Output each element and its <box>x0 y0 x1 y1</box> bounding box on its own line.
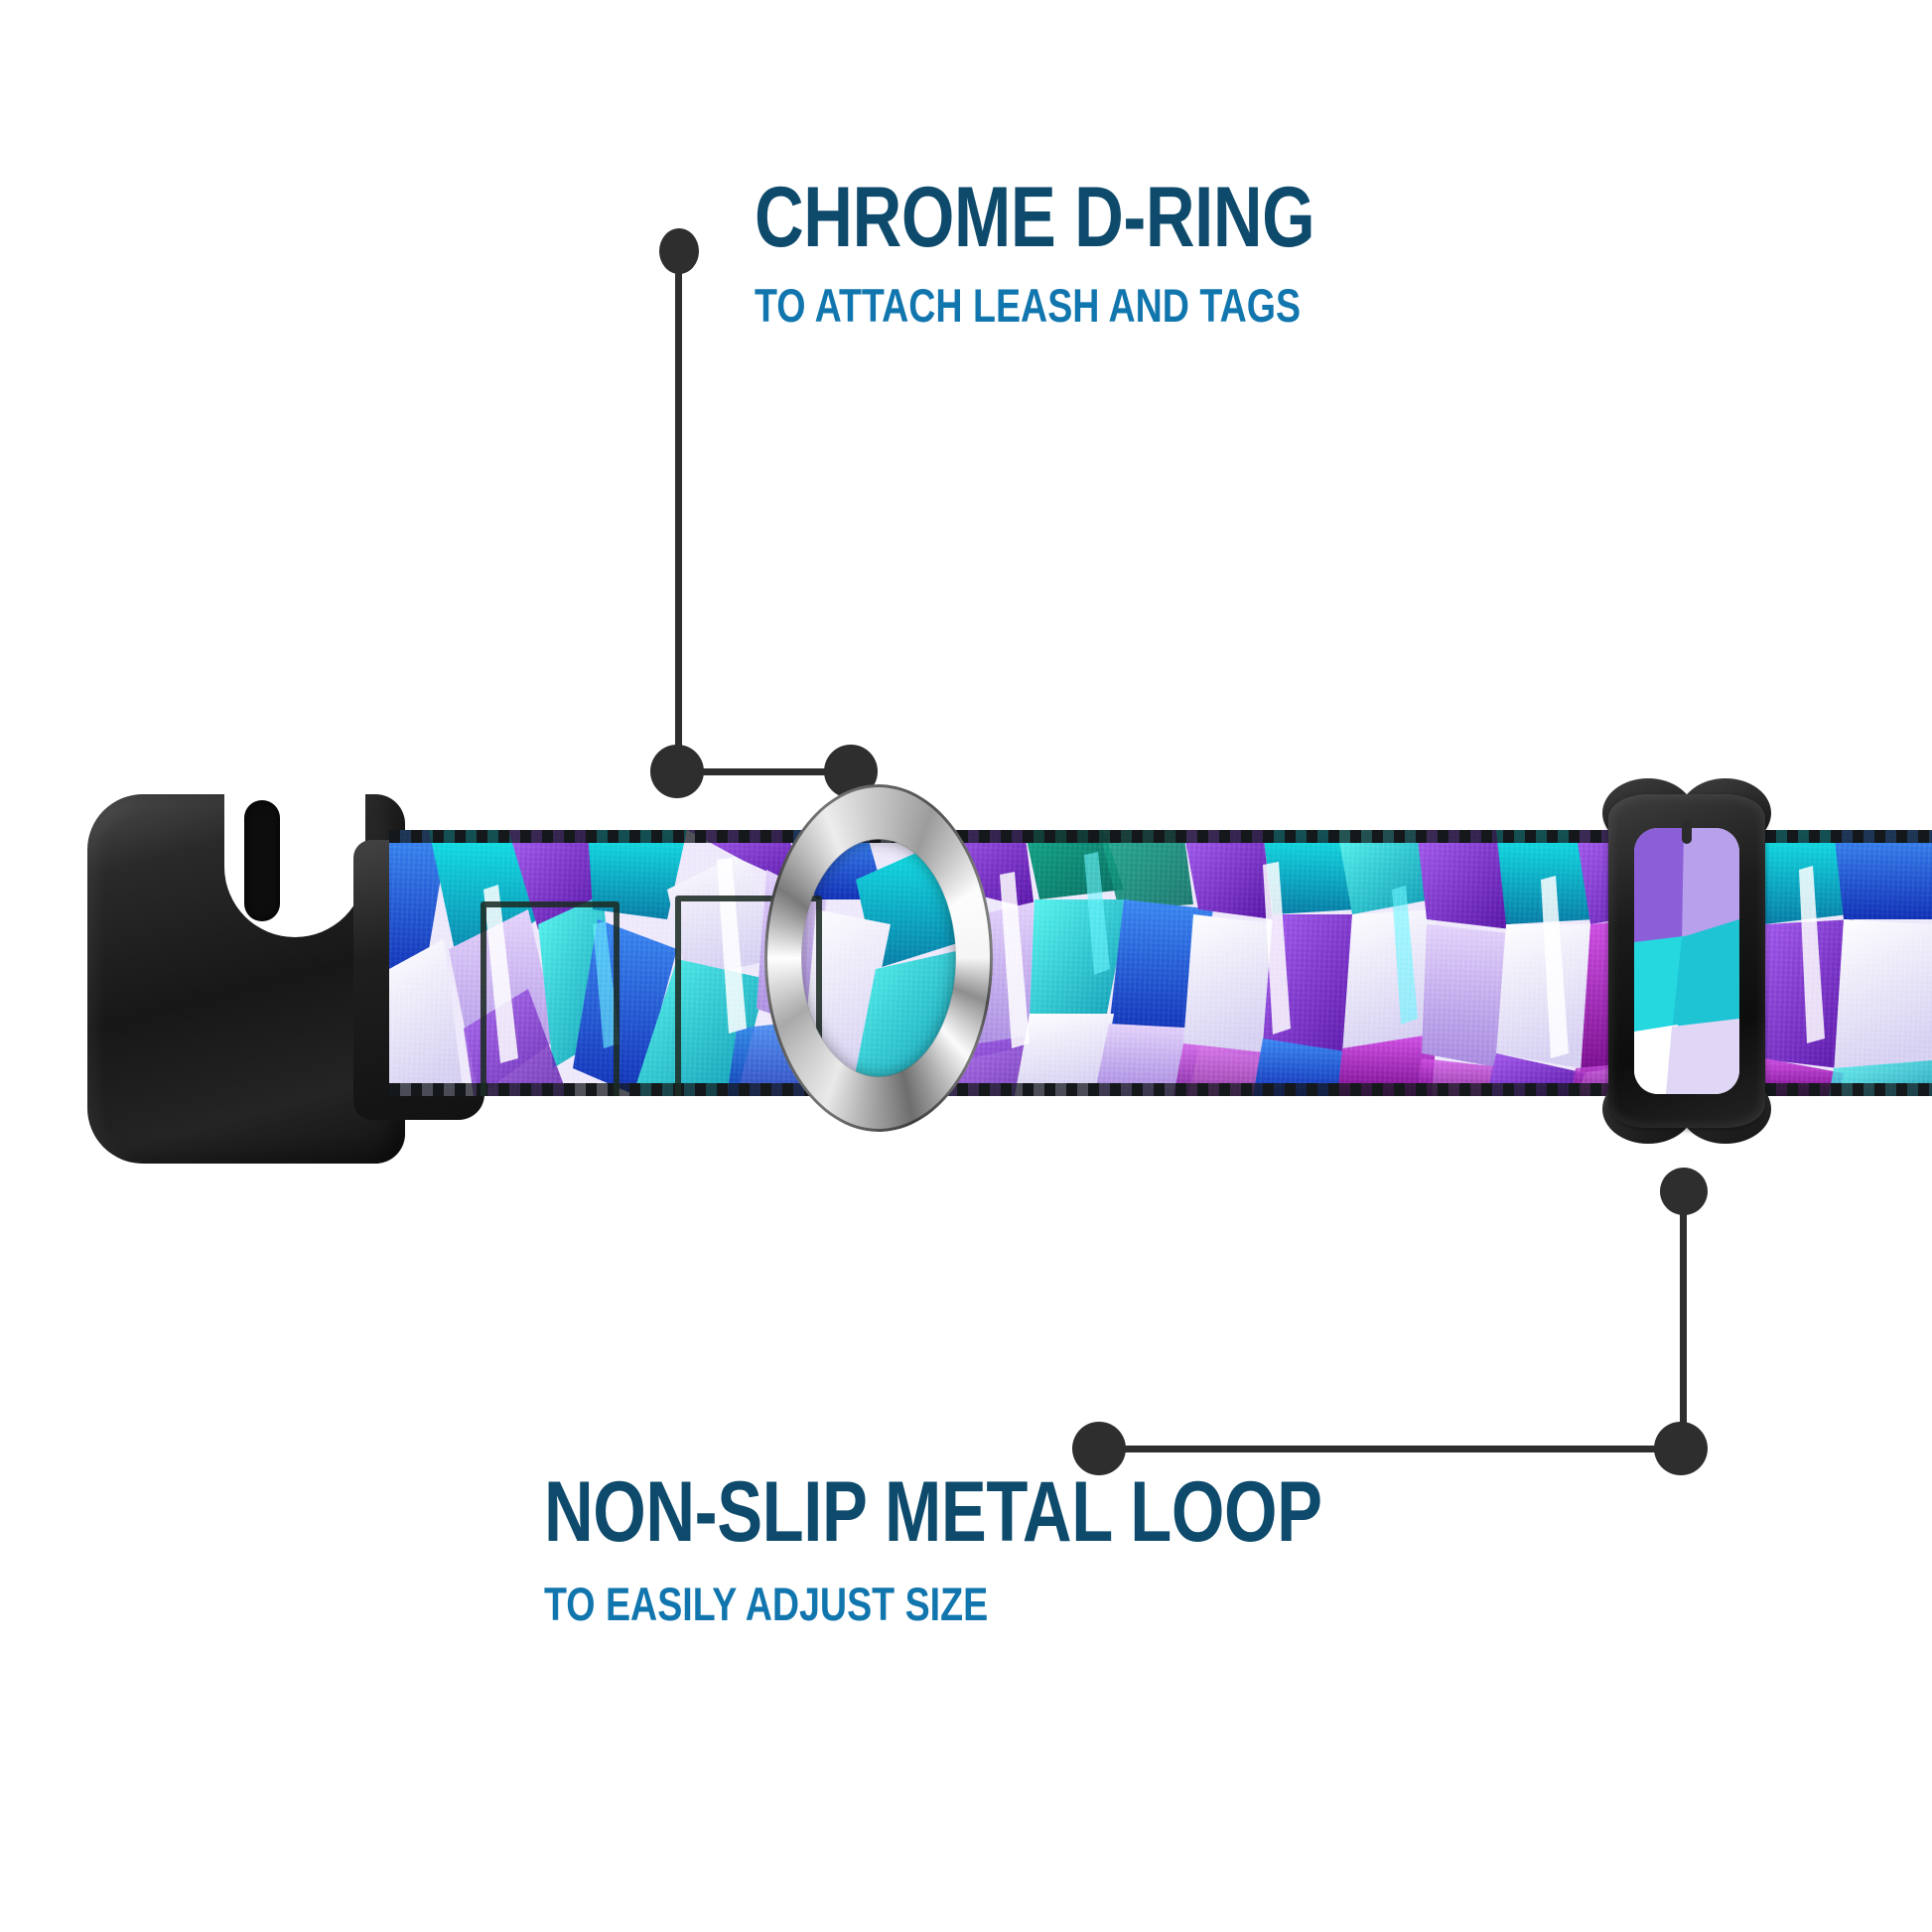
leader-line-bottom-vertical <box>1680 1189 1687 1446</box>
leader-line-top-vertical <box>675 250 682 768</box>
non-slip-metal-loop <box>1602 778 1771 1144</box>
stitch-box <box>481 901 620 1096</box>
callout-headline-chrome-d-ring: CHROME D-RING <box>755 170 1315 265</box>
d-ring-edge-shading <box>764 784 993 1132</box>
leader-line-top-horizontal <box>695 768 844 775</box>
callout-non-slip-metal-loop: NON-SLIP METAL LOOP TO EASILY ADJUST SIZ… <box>544 1469 1517 1627</box>
chrome-d-ring <box>764 784 993 1132</box>
strap-edge-bottom <box>389 1083 1932 1096</box>
leader-line-bottom-horizontal <box>1092 1446 1666 1452</box>
callout-headline-non-slip-metal-loop: NON-SLIP METAL LOOP <box>544 1464 1322 1560</box>
buckle-prong-slot <box>244 800 280 921</box>
metal-loop-window-pattern <box>1634 828 1739 1094</box>
metal-loop-center-bar <box>1682 820 1692 844</box>
callout-subline-chrome-d-ring: TO ATTACH LEASH AND TAGS <box>755 279 1302 332</box>
leader-dot-bottom-end <box>1072 1422 1126 1475</box>
metal-loop-window <box>1634 828 1739 1094</box>
d-ring-inner-shadow <box>801 839 956 1077</box>
callout-subline-non-slip-metal-loop: TO EASILY ADJUST SIZE <box>544 1578 989 1630</box>
callout-chrome-d-ring: CHROME D-RING TO ATTACH LEASH AND TAGS <box>755 175 1454 329</box>
strap-edge-top <box>389 830 1932 843</box>
